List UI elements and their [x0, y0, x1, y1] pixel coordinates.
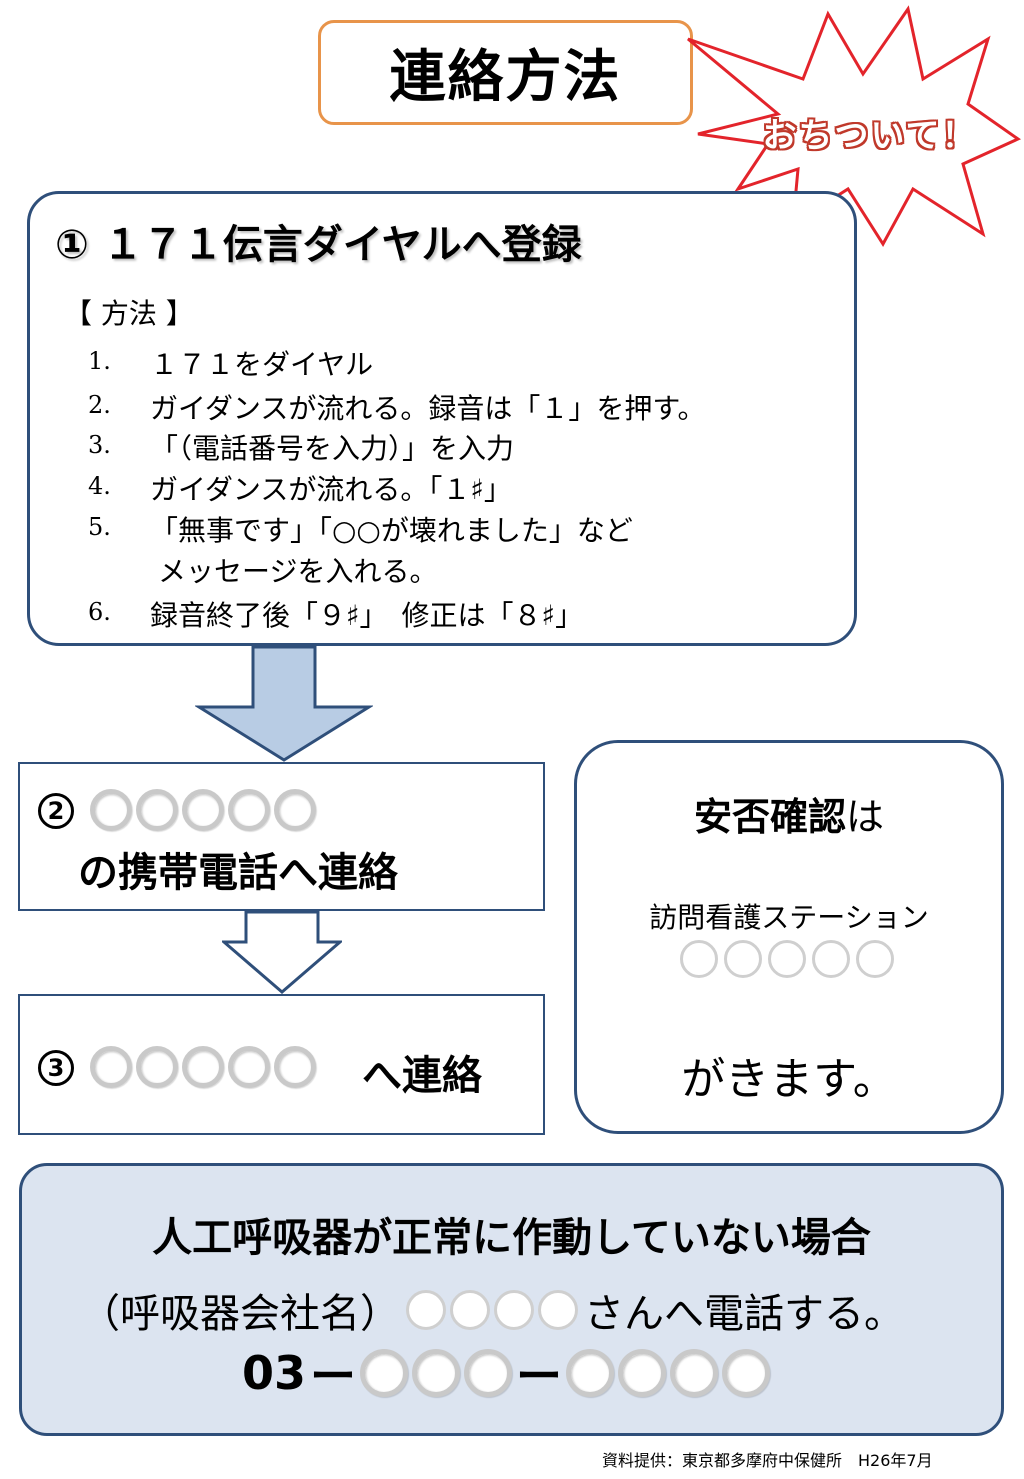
placeholder-circle — [274, 1046, 316, 1088]
safety-title-bold: 安否確認 — [693, 795, 846, 839]
phone-area-code: 03 — [242, 1346, 307, 1400]
placeholder-circle — [768, 940, 806, 978]
placeholder-circle — [538, 1290, 578, 1330]
placeholder-circle — [812, 940, 850, 978]
step-number: 1. — [88, 347, 111, 375]
placeholder-circle — [228, 1046, 270, 1088]
step1-box — [27, 191, 857, 646]
placeholder-circle — [90, 1046, 132, 1088]
placeholder-circle — [136, 1046, 178, 1088]
step-text: 録音終了後「９♯」 修正は「８♯」 — [150, 599, 584, 632]
placeholder-circle — [228, 789, 270, 831]
placeholder-circle — [450, 1290, 490, 1330]
phone-dash: ー — [310, 1349, 357, 1403]
step-text: メッセージを入れる。 — [158, 555, 438, 588]
placeholder-circle — [856, 940, 894, 978]
placeholder-circle — [406, 1290, 446, 1330]
company-call-text: さんへ電話する。 — [584, 1291, 904, 1337]
placeholder-circle — [136, 789, 178, 831]
step3-number: 3 — [38, 1050, 74, 1086]
method-label: 【 方法 】 — [64, 297, 194, 330]
placeholder-circle — [566, 1349, 615, 1397]
placeholder-circle — [670, 1349, 719, 1397]
step-text: 「無事です」「○○が壊れました」など — [150, 514, 633, 547]
company-name-placeholder — [406, 1290, 578, 1330]
safety-check-box — [574, 740, 1004, 1134]
placeholder-circle — [680, 940, 718, 978]
placeholder-circle — [412, 1349, 461, 1397]
step-text: １７１をダイヤル — [150, 348, 374, 381]
placeholder-circle — [274, 789, 316, 831]
step2-number: 2 — [38, 793, 74, 829]
station-name-placeholder — [680, 940, 894, 978]
step1-heading: ① １７１伝言ダイヤルへ登録 — [55, 222, 582, 268]
burst-shape — [687, 5, 1022, 247]
phone-number: 03 ー ー — [242, 1345, 771, 1403]
placeholder-circle — [360, 1349, 409, 1397]
step2-text: の携帯電話へ連絡 — [78, 850, 398, 896]
step-number: 2. — [88, 391, 111, 419]
page-title: 連絡方法 — [318, 20, 693, 125]
placeholder-circle — [464, 1349, 513, 1397]
phone-placeholder — [566, 1349, 771, 1397]
placeholder-circle — [618, 1349, 667, 1397]
step-text: 「（電話番号を入力）」を入力 — [150, 432, 515, 465]
name-placeholder — [90, 789, 316, 831]
placeholder-circle — [182, 1046, 224, 1088]
safety-title-suffix: は — [846, 795, 885, 839]
nursing-station-label: 訪問看護ステーション — [649, 901, 929, 934]
source-credit: 資料提供：東京都多摩府中保健所 H26年7月 — [602, 1451, 933, 1470]
placeholder-circle — [90, 789, 132, 831]
calm-down-text: おちついて！ — [762, 116, 978, 156]
down-arrow-icon — [195, 645, 373, 762]
step-text: ガイダンスが流れる。「１♯」 — [150, 473, 512, 506]
step-number: 4. — [88, 472, 111, 500]
company-label: （呼吸器会社名） — [80, 1291, 400, 1337]
step3-text: へ連絡 — [362, 1053, 482, 1099]
down-arrow-icon — [222, 910, 342, 994]
phone-placeholder — [360, 1349, 513, 1397]
ventilator-company-line: （呼吸器会社名） さんへ電話する。 — [80, 1280, 904, 1340]
safety-title: 安否確認は — [574, 786, 1004, 841]
placeholder-circle — [494, 1290, 534, 1330]
placeholder-circle — [182, 789, 224, 831]
safety-ending: がきます。 — [681, 1054, 897, 1105]
placeholder-circle — [722, 1349, 771, 1397]
step-number: 5. — [88, 513, 111, 541]
ventilator-heading: 人工呼吸器が正常に作動していない場合 — [152, 1215, 871, 1261]
placeholder-circle — [724, 940, 762, 978]
step2-box — [18, 762, 545, 911]
step-number: 3. — [88, 431, 111, 459]
phone-dash: ー — [516, 1349, 563, 1403]
step-text: ガイダンスが流れる。録音は「１」を押す。 — [150, 392, 706, 425]
name-placeholder — [90, 1046, 316, 1088]
step-number: 6. — [88, 598, 111, 626]
